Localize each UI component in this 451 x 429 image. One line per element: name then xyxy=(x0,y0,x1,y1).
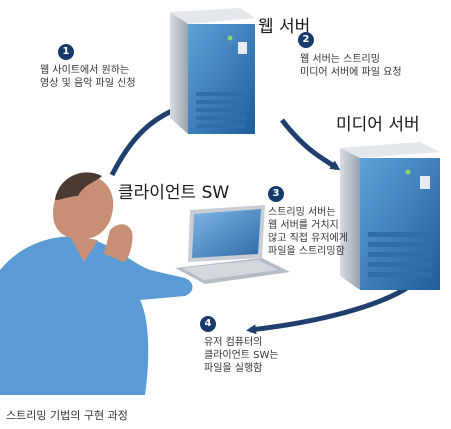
step-1-line-1: 웹 사이트에서 원하는 xyxy=(40,65,130,76)
media-server-label: 미디어 서버 xyxy=(336,115,420,135)
step-2-text: 웹 서버는 스트리밍 미디어 서버에 파일 요청 xyxy=(300,53,402,79)
step-1-text: 웹 사이트에서 원하는 영상 및 음악 파일 신청 xyxy=(40,64,136,90)
step-4-text: 유저 컴퓨터의 클라이언트 SW는 파일을 실행함 xyxy=(204,336,279,375)
media-server-icon xyxy=(340,142,440,290)
step-3-line-1: 스트리밍 서버는 xyxy=(268,207,336,218)
step-2-line-2: 미디어 서버에 파일 요청 xyxy=(300,67,402,78)
web-server-label: 웹 서버 xyxy=(258,17,311,37)
step-3-line-4: 파일을 스트리밍함 xyxy=(268,246,345,257)
user-person-icon xyxy=(0,172,193,395)
arrow-media-to-client xyxy=(246,283,412,335)
step-4-line-2: 클라이언트 SW는 xyxy=(204,350,279,361)
figure-caption: 스트리밍 기법의 구현 과정 xyxy=(6,409,128,422)
web-server-icon xyxy=(170,8,255,134)
step-1-line-2: 영상 및 음악 파일 신청 xyxy=(40,78,136,89)
step-4-badge: 4 xyxy=(200,316,216,332)
step-3-text: 스트리밍 서버는 웹 서버를 거치지 않고 직접 유저에게 파일을 스트리밍함 xyxy=(268,206,348,258)
step-3-line-3: 않고 직접 유저에게 xyxy=(268,233,348,244)
client-sw-label: 클라이언트 SW xyxy=(118,183,230,203)
arrow-web-to-media xyxy=(280,118,341,171)
step-4-line-1: 유저 컴퓨터의 xyxy=(204,337,263,348)
step-2-badge: 2 xyxy=(298,32,314,48)
step-1-badge: 1 xyxy=(58,44,74,60)
step-3-badge: 3 xyxy=(268,186,284,202)
laptop-icon xyxy=(175,205,290,284)
step-2-line-1: 웹 서버는 스트리밍 xyxy=(300,54,380,65)
step-3-line-2: 웹 서버를 거치지 xyxy=(268,220,339,231)
step-4-line-3: 파일을 실행함 xyxy=(204,363,263,374)
